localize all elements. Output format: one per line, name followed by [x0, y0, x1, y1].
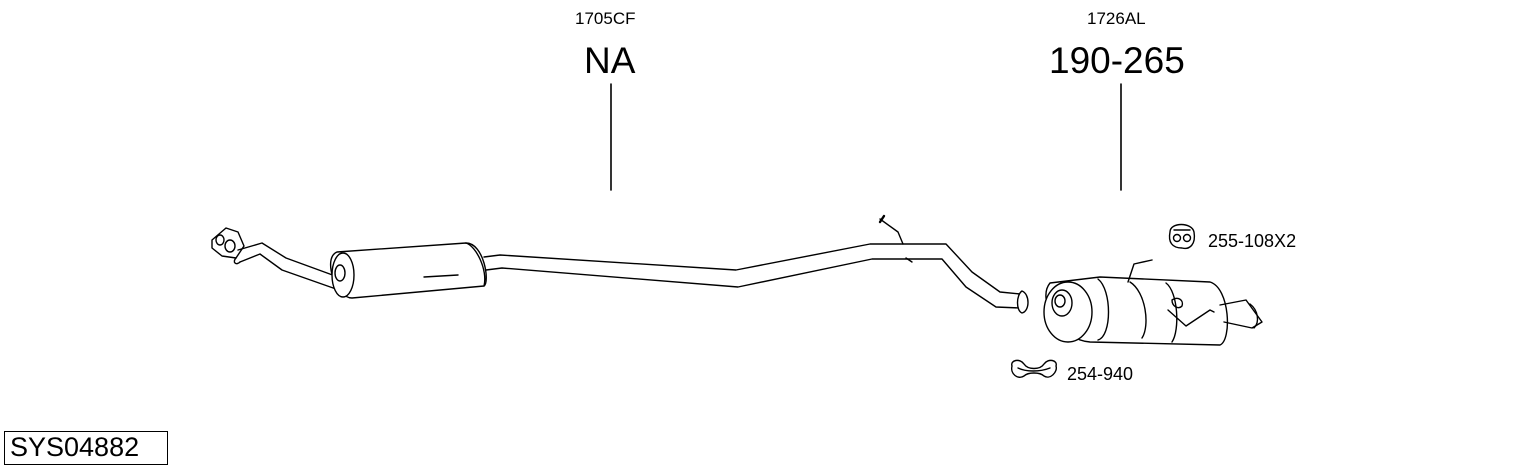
rear-silencer [1043, 259, 1263, 346]
section-ref-rear: 1726AL [1087, 9, 1146, 28]
front-pipe [233, 242, 339, 290]
pipe-clamp-icon [1010, 359, 1057, 378]
part-number-middle-silencer: NA [584, 40, 636, 81]
rubber-hanger-icon [1168, 223, 1196, 250]
part-number-hanger: 255-108X2 [1208, 231, 1297, 251]
part-number-clamp: 254-940 [1067, 364, 1134, 384]
part-number-rear-silencer: 190-265 [1049, 40, 1185, 81]
system-code-box: SYS04882 [4, 431, 168, 465]
intermediate-pipe [483, 214, 1029, 314]
section-ref-middle: 1705CF [575, 9, 636, 28]
front-flange [211, 227, 245, 259]
middle-silencer [329, 242, 487, 299]
